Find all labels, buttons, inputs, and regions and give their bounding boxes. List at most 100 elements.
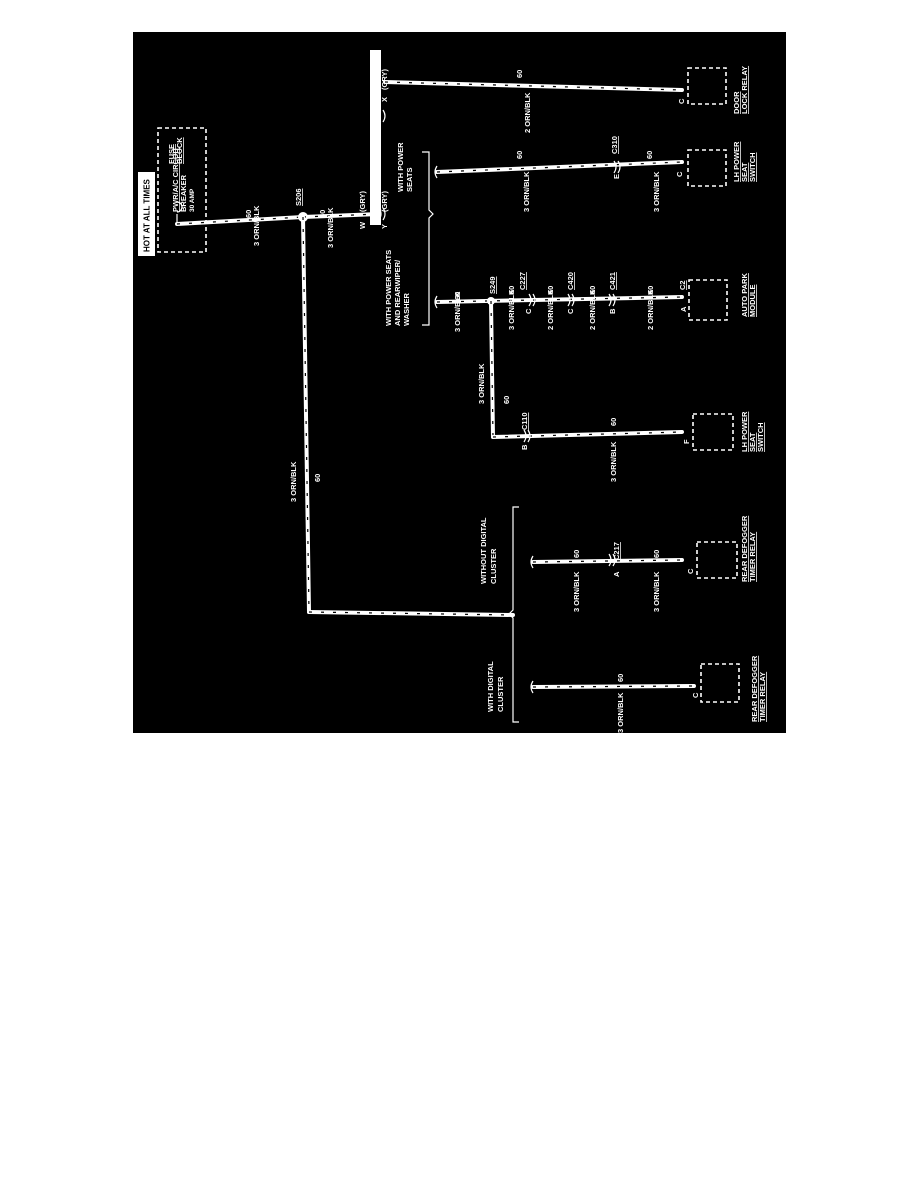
splice-s249-label: S249 (488, 276, 497, 294)
c421-pin-b: B (608, 308, 617, 314)
bracket-power-seats (422, 151, 434, 326)
branch-with-digital-line-1: WITH DIGITAL (486, 661, 495, 712)
circuit-label-c217: 60 (572, 550, 581, 558)
branch-without-digital-line-1: WITHOUT DIGITAL (479, 517, 488, 584)
bracket-cluster (508, 506, 519, 723)
branch-power-seats-rear-line-3: WASHER (402, 292, 411, 326)
branch-with-power-seats-rear: WITH POWER SEATSAND REARWIPER/WASHER (384, 250, 411, 326)
wire-c110-lh-seat-stripe (492, 431, 683, 438)
rear-defogger-relay-1-box (696, 541, 738, 579)
auto-park-module-label: AUTO PARKMODULE (740, 273, 757, 317)
circuit-label-s206-c200: 60 (318, 210, 327, 218)
circuit-label-s249-in: 60 (453, 292, 462, 300)
circuit-label-c310: 60 (515, 151, 524, 159)
c200-pin-y: Y (380, 224, 389, 229)
circuit-label-s249-c110: 60 (502, 396, 511, 404)
rh-power-seat-switch-box (687, 149, 727, 187)
branch-with-power-seats-line-1: WITH POWER (396, 142, 405, 192)
wire-label-c421: 2 ORN/BLK (588, 289, 597, 330)
rear-defogger-relay-2-label: REAR DEFOGGERTIMER RELAY (750, 655, 767, 722)
connector-c110-symbol (523, 429, 531, 443)
wire-digital-defog-stripe (532, 685, 695, 688)
connector-c217-label: C217 (612, 542, 621, 560)
connector-c421-label: C421 (608, 272, 617, 290)
c200-connector-symbol (378, 207, 386, 221)
connector-c200-bar (370, 50, 381, 225)
auto-park-label-line-2: MODULE (748, 285, 757, 318)
connector-c227-symbol (528, 293, 536, 307)
wire-to-cluster-branch-stripe (308, 611, 514, 616)
defog1-label-line-1: REAR DEFOGGER (740, 515, 749, 582)
wire-c217-end (530, 555, 534, 569)
wire-c200-door-lock-stripe (384, 81, 683, 91)
circuit-label-c217-2: 60 (652, 550, 661, 558)
c217-pin-a: A (612, 571, 621, 577)
amp-label: 30 AMP (189, 188, 196, 212)
fuse-block-box (157, 127, 207, 253)
wire-label-digital-defog: 3 ORN/BLK (616, 692, 625, 733)
circuit-label-c227: 60 (507, 286, 516, 294)
lh-seat-label-line-3: SWITCH (756, 422, 765, 452)
rh-seat-pin-c: C (675, 171, 684, 177)
connector-c420-label: C420 (566, 272, 575, 290)
wire-auto-park-end (434, 295, 438, 309)
wire-s249-c110 (489, 299, 495, 439)
connector-c2-label: C2 (678, 280, 687, 290)
wire-s206-down (301, 215, 311, 614)
c310-pin-e: E (612, 174, 621, 179)
rear-defogger-relay-2-box (700, 663, 740, 703)
c200-w-gry: (GRY) (358, 191, 367, 212)
branch-power-seats-rear-line-1: WITH POWER SEATS (384, 250, 393, 326)
wiring-diagram: HOT AT ALL TIMES FUSEBLOCK PWR/A/C CIRCU… (133, 32, 786, 733)
wire-label-s206-down: 3 ORN/BLK (289, 461, 298, 502)
wire-s206-c200-stripe (302, 213, 380, 218)
connector-c421-symbol (608, 293, 616, 307)
wire-s249-auto-park-stripe (436, 296, 683, 303)
wire-fuse-s206 (175, 215, 305, 226)
c200-x-gry: (GRY) (380, 69, 389, 90)
wire-label-c310-2: 3 ORN/BLK (652, 171, 661, 212)
branch-without-digital-line-2: CLUSTER (489, 548, 498, 584)
branch-power-seats-rear-line-2: AND REARWIPER/ (393, 259, 402, 326)
defog2-label-line-2: TIMER RELAY (758, 672, 767, 722)
rear-defogger-relay-1-label: REAR DEFOGGERTIMER RELAY (740, 515, 757, 582)
circuit-label-c420: 60 (546, 286, 555, 294)
lh-seat-pin-f: F (682, 439, 691, 444)
c200-pin-w: W (358, 221, 367, 229)
branch-with-power-seats: WITH POWERSEATS (396, 142, 414, 192)
circuit-breaker-symbol (176, 201, 183, 213)
wire-label-c217: 3 ORN/BLK (572, 571, 581, 612)
hot-at-all-times-label: HOT AT ALL TIMES (143, 178, 152, 252)
c200-pin-x: X (380, 97, 389, 102)
lh-seat-label-line-2: SEAT (748, 432, 757, 452)
circuit-label-s206-down: 60 (313, 474, 322, 482)
wire-c200-c310-stripe (436, 161, 683, 173)
fuse-block-title-line-1: FUSE (167, 144, 176, 164)
rh-seat-label-line-3: SWITCH (748, 152, 757, 182)
connector-c310-symbol (613, 160, 621, 174)
breaker-label: BREAKER (179, 174, 188, 212)
door-lock-relay-label-line-2: LOCK RELAY (740, 66, 749, 114)
c200-x-connector-symbol (382, 109, 386, 123)
lh-seat-label-line-1: LH POWER (740, 411, 749, 452)
wire-label-c227: 3 ORN/BLK (507, 289, 516, 330)
splice-s206-label: S206 (294, 188, 303, 206)
wire-label-lh-seat: 3 ORN/BLK (609, 441, 618, 482)
circuit-label-fuse-s206: 60 (244, 210, 253, 218)
connector-c200-label: C200 (372, 54, 381, 72)
wire-label-c2: 2 ORN/BLK (646, 289, 655, 330)
wire-label-c310: 3 ORN/BLK (522, 171, 531, 212)
diagram-background (133, 32, 786, 733)
wire-label-s249-c110: 3 ORN/BLK (477, 363, 486, 404)
branch-with-digital: WITH DIGITALCLUSTER (486, 661, 505, 712)
circuit-label-lh-seat: 60 (609, 418, 618, 426)
c227-pin-c: C (524, 308, 533, 314)
c110-pin-b: B (520, 444, 529, 450)
wire-c200-c310-end (434, 165, 438, 179)
c200-y-gry: (GRY) (380, 191, 389, 212)
wire-label-s249-in: 3 ORN/BLK (453, 291, 462, 332)
wire-label-c420: 2 ORN/BLK (546, 289, 555, 330)
wire-label-s206-c200: 3 ORN/BLK (326, 207, 335, 248)
defog1-pin-c: C (686, 568, 695, 574)
pwr-ac-circuit-label: PWR/A/C CIRCUIT (171, 147, 180, 212)
